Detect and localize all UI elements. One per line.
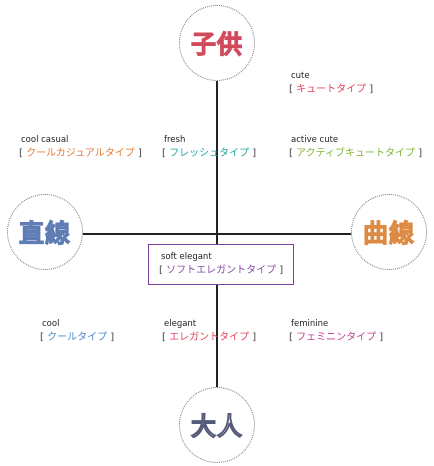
bracket-open: [	[159, 265, 163, 276]
bracket-open: [	[162, 148, 166, 159]
bracket-close: ]	[252, 332, 257, 343]
type-fresh-jp: [ フレッシュタイプ ]	[162, 147, 256, 161]
node-adult: 大人	[179, 387, 255, 463]
vertical-axis	[216, 80, 218, 392]
type-fresh-jp-text: フレッシュタイプ	[169, 148, 250, 159]
node-straight: 直線	[7, 194, 83, 270]
type-soft-elegant-jp: [ ソフトエレガントタイプ ]	[159, 264, 293, 278]
type-active-cute-en: active cute	[291, 135, 339, 145]
type-cool-casual-jp: [ クールカジュアルタイプ ]	[19, 147, 142, 161]
type-fresh: fresh [ フレッシュタイプ ]	[162, 134, 256, 161]
bracket-open: [	[289, 148, 293, 159]
type-cute-en: cute	[291, 71, 310, 81]
type-soft-elegant-jp-text: ソフトエレガントタイプ	[166, 265, 277, 276]
type-elegant-en: elegant	[164, 319, 197, 329]
type-cute-jp: [ キュートタイプ ]	[289, 83, 373, 97]
type-feminine-en: feminine	[291, 319, 329, 329]
bracket-open: [	[289, 84, 293, 95]
type-cute-jp-text: キュートタイプ	[296, 84, 367, 95]
bracket-close: ]	[252, 148, 257, 159]
bracket-close: ]	[418, 148, 423, 159]
type-feminine-jp: [ フェミニンタイプ ]	[289, 331, 383, 345]
type-cute: cute [ キュートタイプ ]	[289, 70, 373, 97]
type-feminine: feminine [ フェミニンタイプ ]	[289, 318, 383, 345]
type-elegant: elegant [ エレガントタイプ ]	[162, 318, 256, 345]
type-active-cute-jp: [ アクティブキュートタイプ ]	[289, 147, 422, 161]
bracket-close: ]	[110, 332, 115, 343]
type-cool-en: cool	[42, 319, 60, 329]
type-feminine-jp-text: フェミニンタイプ	[296, 332, 377, 343]
type-elegant-jp-text: エレガントタイプ	[169, 332, 250, 343]
type-soft-elegant: soft elegant [ ソフトエレガントタイプ ]	[148, 244, 294, 285]
type-elegant-jp: [ エレガントタイプ ]	[162, 331, 256, 345]
type-cool-jp: [ クールタイプ ]	[40, 331, 114, 345]
type-soft-elegant-en: soft elegant	[161, 252, 212, 262]
type-cool-casual-en: cool casual	[21, 135, 69, 145]
type-cool-jp-text: クールタイプ	[47, 332, 108, 343]
node-child: 子供	[179, 5, 255, 81]
horizontal-axis	[80, 233, 352, 235]
node-curve: 曲線	[351, 194, 427, 270]
bracket-open: [	[289, 332, 293, 343]
type-active-cute-jp-text: アクティブキュートタイプ	[296, 148, 415, 159]
bracket-close: ]	[137, 148, 142, 159]
type-active-cute: active cute [ アクティブキュートタイプ ]	[289, 134, 422, 161]
bracket-close: ]	[379, 332, 384, 343]
type-cool-casual-jp-text: クールカジュアルタイプ	[26, 148, 135, 159]
bracket-open: [	[40, 332, 44, 343]
bracket-close: ]	[369, 84, 374, 95]
bracket-close: ]	[279, 265, 284, 276]
type-fresh-en: fresh	[164, 135, 186, 145]
type-cool-casual: cool casual [ クールカジュアルタイプ ]	[19, 134, 142, 161]
bracket-open: [	[19, 148, 23, 159]
type-cool: cool [ クールタイプ ]	[40, 318, 114, 345]
bracket-open: [	[162, 332, 166, 343]
